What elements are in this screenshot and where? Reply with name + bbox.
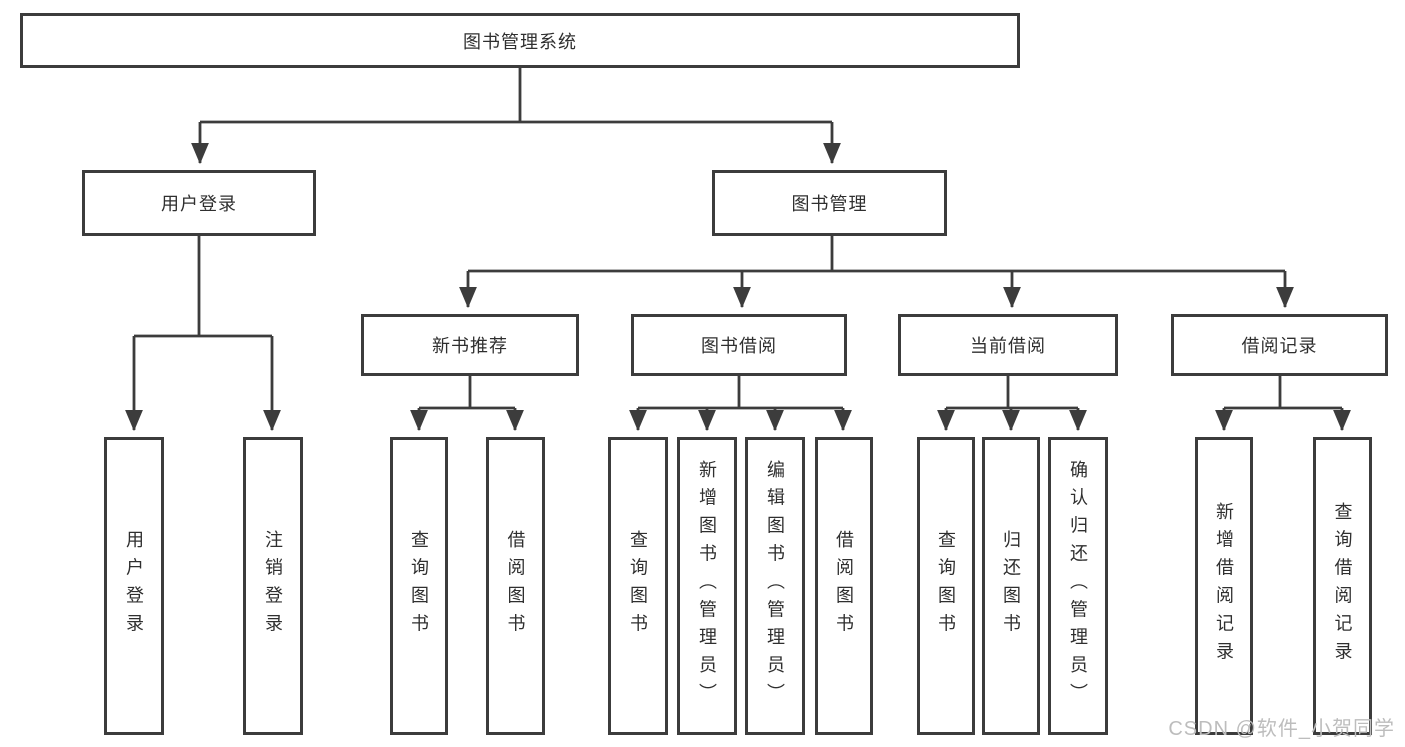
node-cb-query-books: 查询图书 [917,437,975,735]
node-bb-borrow-books: 借阅图书 [815,437,873,735]
node-nb-query-books: 查询图书 [390,437,448,735]
node-bb-edit-books-admin: 编辑图书（管理员） [745,437,805,735]
node-nb-borrow-books: 借阅图书 [486,437,545,735]
watermark: CSDN @软件_小贺同学 [1168,718,1395,740]
node-cb-confirm-return-admin: 确认归还（管理员） [1048,437,1108,735]
node-book-management: 图书管理 [712,170,947,236]
node-user-login-leaf: 用户登录 [104,437,164,735]
node-book-borrowing: 图书借阅 [631,314,847,376]
node-br-query-record: 查询借阅记录 [1313,437,1372,735]
node-bb-query-books: 查询图书 [608,437,668,735]
node-logout-leaf: 注销登录 [243,437,303,735]
node-bb-add-books-admin: 新增图书（管理员） [677,437,737,735]
node-new-book-recommendation: 新书推荐 [361,314,579,376]
node-br-add-record: 新增借阅记录 [1195,437,1253,735]
node-user-login: 用户登录 [82,170,316,236]
node-borrowing-records: 借阅记录 [1171,314,1388,376]
node-library-management-system: 图书管理系统 [20,13,1020,68]
node-current-borrowing: 当前借阅 [898,314,1118,376]
node-cb-return-books: 归还图书 [982,437,1040,735]
